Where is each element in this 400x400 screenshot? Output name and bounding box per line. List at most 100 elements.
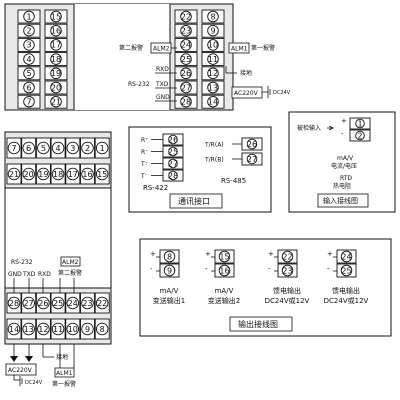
terminal-circle <box>355 118 365 129</box>
output-terminal-23: 23 <box>277 263 298 278</box>
bottom-terminal-5: 5 <box>35 137 51 159</box>
output-wiring-box: 89+-mA/V变送输出11516+-mA/V变送输出22223+-馈电输出DC… <box>139 238 392 337</box>
terminal-number: 23 <box>181 27 191 36</box>
input-terminal-1: 1 <box>349 117 371 130</box>
terminal-number: 13 <box>208 83 218 92</box>
terminal-number: 2 <box>357 131 362 140</box>
terminal-number: 1 <box>357 119 362 128</box>
bottom-alm2-box <box>60 256 81 267</box>
terminal-circle <box>207 67 219 80</box>
top-terminal-16: 16 <box>44 23 68 38</box>
bottom-terminal-25: 25 <box>50 292 66 314</box>
terminal-circle <box>37 296 50 310</box>
terminal-number: 9 <box>85 325 90 334</box>
top-terminal-8: 8 <box>201 9 225 24</box>
terminal-circle <box>207 10 219 23</box>
terminal-number: 11 <box>53 325 63 334</box>
terminal-number: 16 <box>51 27 61 36</box>
terminal-circle <box>168 134 178 145</box>
terminal-circle <box>207 53 219 65</box>
top-terminal-5: 5 <box>17 66 41 81</box>
terminal-number: 10 <box>68 325 78 334</box>
terminal-number: 25 <box>181 55 191 64</box>
terminal-circle <box>7 296 21 310</box>
terminal-circle <box>22 322 35 336</box>
terminal-number: 28 <box>168 171 178 180</box>
top-terminal-19: 19 <box>44 66 68 81</box>
terminal-number: 16 <box>82 170 92 179</box>
terminal-circle <box>51 296 65 310</box>
terminal-number: 3 <box>70 144 75 153</box>
terminal-number: 20 <box>24 170 34 179</box>
terminal-number: 13 <box>24 325 34 334</box>
bottom-rxd: RXD <box>38 271 51 278</box>
terminal-circle <box>23 10 35 23</box>
comm-title: 通讯接口 <box>178 196 210 206</box>
terminal-circle <box>355 130 365 141</box>
bottom-alm1-label: ALM1 <box>56 370 73 377</box>
top-alm1-label: ALM1 <box>231 46 248 53</box>
terminal-circle <box>163 250 176 263</box>
output-terminal-22: 22 <box>277 249 298 264</box>
terminal-number: 8 <box>210 12 215 21</box>
bottom-terminal-21: 21 <box>6 163 22 185</box>
top-terminal-25: 25 <box>174 52 198 67</box>
bottom-terminal-17: 17 <box>65 163 81 185</box>
bottom-terminal-19: 19 <box>35 163 51 185</box>
terminal-number: 16 <box>219 266 229 275</box>
bottom-terminal-3: 3 <box>65 137 81 159</box>
terminal-circle <box>163 264 176 277</box>
terminal-number: 23 <box>282 266 292 275</box>
top-terminal-27: 27 <box>174 80 198 95</box>
rs485-terminal-27: 27 <box>241 152 263 166</box>
output-title-box <box>229 316 293 332</box>
top-alm1-text: 第一报警 <box>251 44 275 52</box>
terminal-circle <box>50 95 62 108</box>
terminal-number: 2 <box>26 27 31 36</box>
terminal-circle <box>7 322 21 336</box>
terminal-circle <box>81 322 94 336</box>
terminal-number: 8 <box>167 252 172 261</box>
terminal-circle <box>207 95 219 108</box>
terminal-number: 9 <box>167 266 172 275</box>
output-minus: - <box>150 265 153 273</box>
output-minus: - <box>205 265 208 273</box>
output-terminal-16: 16 <box>214 263 235 278</box>
terminal-circle <box>168 170 178 181</box>
top-terminal-17: 17 <box>44 37 68 52</box>
top-terminal-13: 13 <box>201 80 225 95</box>
top-alm2-label: ALM2 <box>153 46 170 53</box>
terminal-number: 27 <box>247 155 257 164</box>
terminal-circle <box>180 53 192 65</box>
terminal-circle <box>50 53 62 65</box>
terminal-circle <box>50 81 62 94</box>
terminal-circle <box>95 322 109 336</box>
bottom-terminal-23: 23 <box>80 292 95 314</box>
terminal-circle <box>50 67 62 80</box>
bottom-ground-text: 接地 <box>56 353 68 361</box>
terminal-circle <box>340 250 353 263</box>
input-title: 输入接线图 <box>323 196 358 205</box>
terminal-number: 27 <box>168 159 178 168</box>
terminal-number: 18 <box>53 170 63 179</box>
bottom-ac-box <box>5 363 37 376</box>
terminal-number: 23 <box>82 299 92 308</box>
terminal-number: 11 <box>208 55 218 64</box>
terminal-number: 22 <box>282 252 292 261</box>
bottom-terminal-9: 9 <box>80 318 95 340</box>
input-ma-v: mA/V <box>337 155 354 162</box>
terminal-number: 8 <box>100 325 105 334</box>
terminal-number: 15 <box>97 170 107 179</box>
terminal-number: 26 <box>168 135 178 144</box>
terminal-circle <box>168 146 178 157</box>
terminal-circle <box>23 24 35 37</box>
input-rtd-cn: 热电阻 <box>333 182 351 190</box>
terminal-circle <box>22 141 35 155</box>
terminal-circle <box>51 322 65 336</box>
comm-title-box <box>169 193 223 209</box>
terminal-number: 5 <box>41 144 46 153</box>
input-minus: - <box>341 130 344 138</box>
